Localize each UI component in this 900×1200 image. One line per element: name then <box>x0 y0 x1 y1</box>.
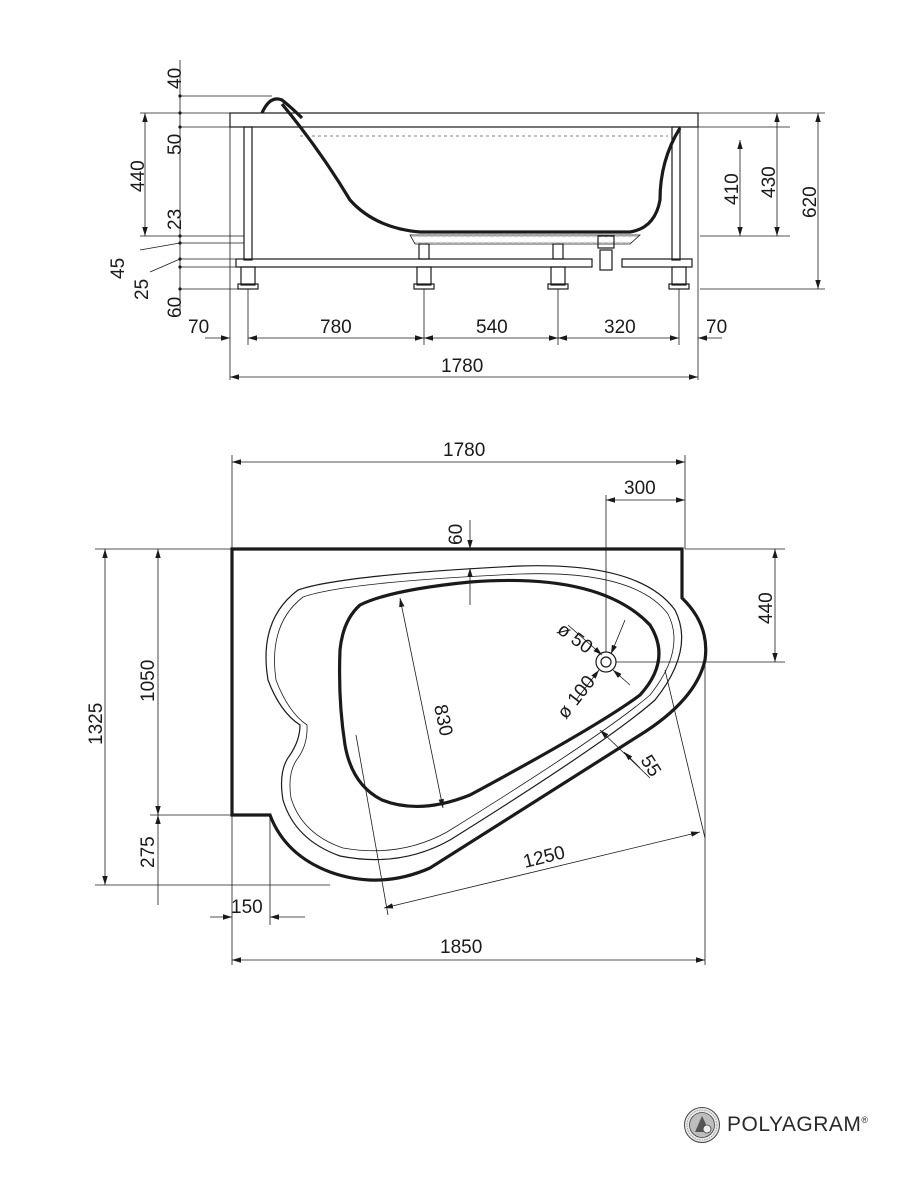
side-view: 40 50 440 23 45 25 60 410 430 620 <box>108 60 825 380</box>
top-diagonal-dimensions: 830 1250 55 ø 50 ø 100 <box>355 597 706 916</box>
leg-left <box>243 126 253 261</box>
dim-440: 440 <box>128 160 149 192</box>
top-dimensions: 1780 300 60 <box>231 440 686 652</box>
tub-bottom-board <box>409 234 642 245</box>
dim-25: 25 <box>132 279 153 300</box>
side-left-dimensions: 40 50 440 23 45 25 60 <box>108 60 272 318</box>
leg-right <box>671 126 681 261</box>
dim-1050: 1050 <box>138 660 159 702</box>
top-bottom-dimensions: 150 1850 <box>210 660 706 965</box>
side-bottom-dimensions: 70 780 540 320 70 1780 <box>188 127 727 380</box>
dim-1780-side: 1780 <box>441 356 483 377</box>
drain-outer <box>595 651 617 673</box>
dim-440-top: 440 <box>756 592 777 624</box>
dim-620: 620 <box>800 186 821 218</box>
dim-275: 275 <box>138 836 159 868</box>
dim-300: 300 <box>624 478 656 499</box>
drain-inner <box>600 656 612 668</box>
dim-1250: 1250 <box>521 842 567 873</box>
tub-rim <box>229 112 699 128</box>
dim-1850: 1850 <box>440 937 482 958</box>
dim-430: 430 <box>759 166 780 198</box>
dim-50: 50 <box>165 134 186 155</box>
tub-body <box>280 102 682 234</box>
top-left-dimensions: 1325 1050 275 <box>86 548 330 905</box>
brand-logo: POLYAGRAM® <box>683 1105 869 1145</box>
dim-1325: 1325 <box>86 703 107 745</box>
top-right-dimensions: 440 <box>616 548 785 663</box>
basin <box>337 578 661 808</box>
dim-60: 60 <box>165 297 186 318</box>
dim-23: 23 <box>165 209 186 230</box>
quality-seal-logo-icon <box>684 1107 720 1143</box>
dim-dia-50: ø 50 <box>553 619 596 658</box>
dim-830: 830 <box>429 703 456 738</box>
drain-pipe <box>599 249 613 271</box>
dim-40: 40 <box>165 68 186 89</box>
base-rail-right <box>621 258 693 268</box>
brand-name: POLYAGRAM® <box>727 1113 869 1136</box>
dim-55: 55 <box>636 752 665 781</box>
dim-410: 410 <box>722 173 743 205</box>
dim-60-top: 60 <box>446 524 467 545</box>
dim-45: 45 <box>108 258 129 279</box>
dim-70-right: 70 <box>706 317 727 338</box>
base-rail-left <box>235 258 593 268</box>
dim-320: 320 <box>604 317 636 338</box>
dim-540: 540 <box>476 317 508 338</box>
headrest <box>260 97 304 120</box>
dim-150: 150 <box>231 897 263 918</box>
top-view: 1780 300 60 440 1325 1050 275 <box>86 440 785 965</box>
dim-dia-100: ø 100 <box>553 672 599 723</box>
dim-780: 780 <box>320 317 352 338</box>
dim-1780-top: 1780 <box>443 440 485 461</box>
dim-70-left: 70 <box>188 317 209 338</box>
outer-rim <box>230 547 708 882</box>
side-right-dimensions: 410 430 620 <box>698 112 825 290</box>
drain <box>597 235 615 249</box>
